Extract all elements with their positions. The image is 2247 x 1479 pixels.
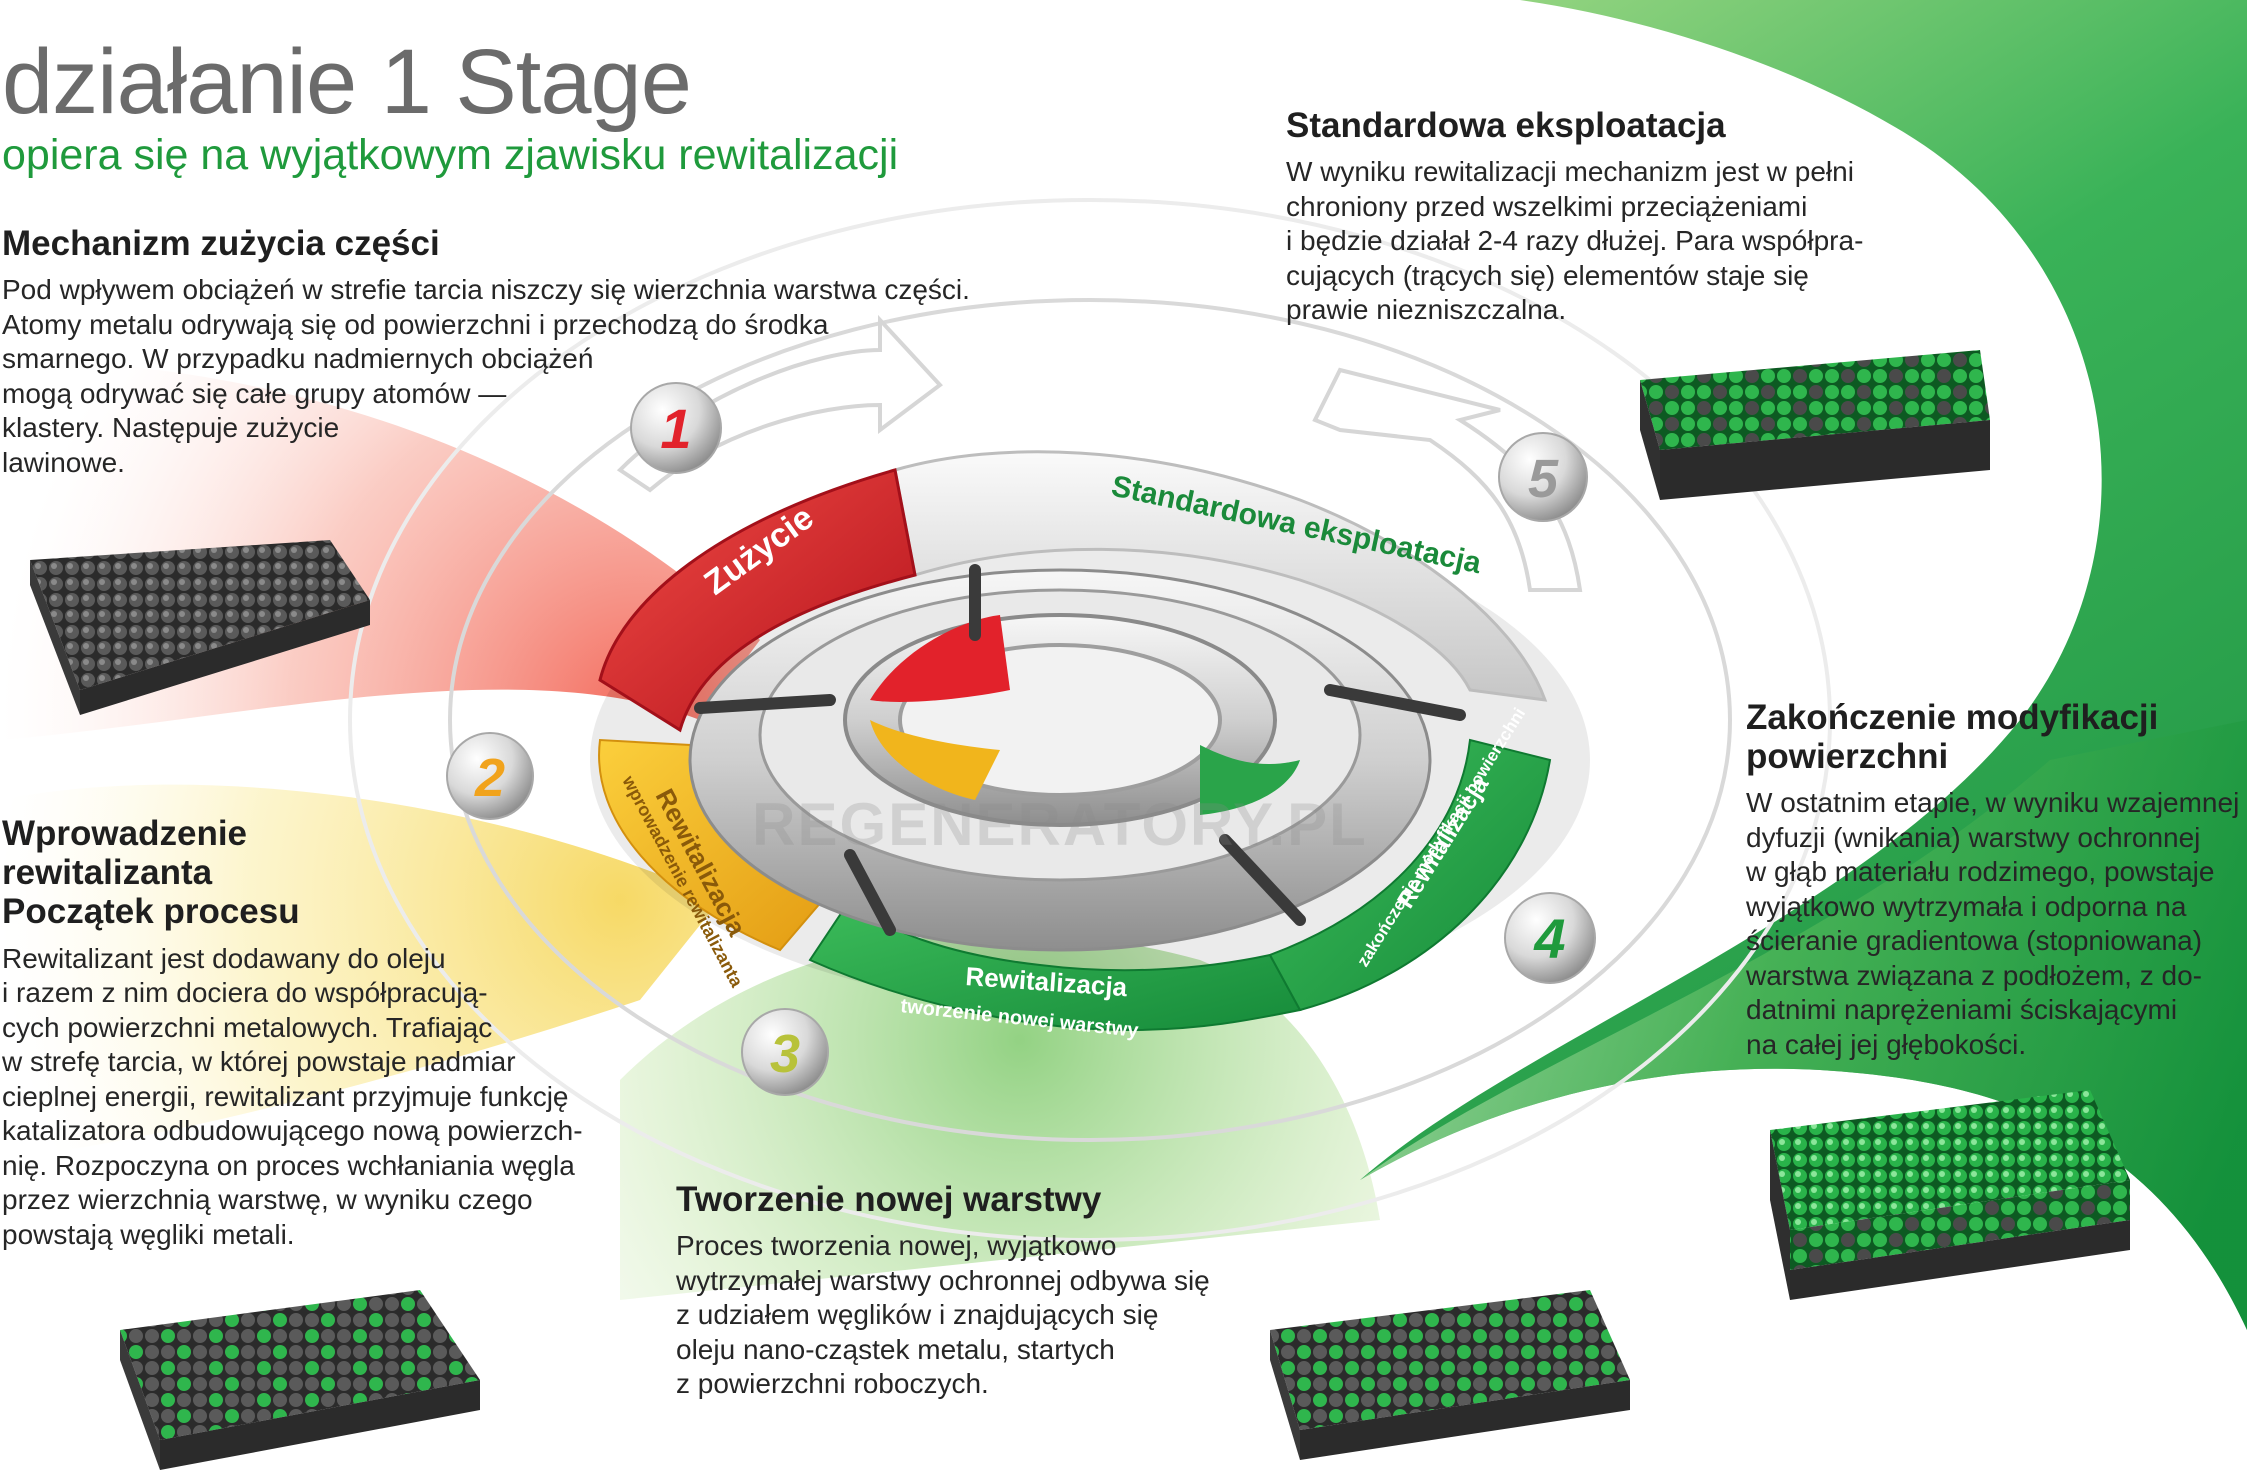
- svg-text:5: 5: [1528, 449, 1559, 509]
- ring-green-right-segment: [1268, 738, 1552, 1012]
- step-ball-5: 5: [1498, 432, 1588, 522]
- svg-text:1: 1: [660, 397, 691, 460]
- slab-worn: [30, 540, 370, 715]
- slab-intro: [120, 1290, 480, 1470]
- svg-text:3: 3: [770, 1024, 800, 1084]
- process-ring: [590, 450, 1590, 1032]
- step-balls: 1 2 3 4 5: [446, 382, 1596, 1096]
- orbit-lines: [348, 198, 1832, 1242]
- ring-red-segment: [598, 468, 917, 733]
- step-ball-3: 3: [741, 1008, 829, 1096]
- step-ball-2: 2: [446, 732, 534, 820]
- section-heading: Tworzenie nowej warstwy: [676, 1180, 1102, 1219]
- section-heading: Mechanizm zużycia części: [2, 224, 440, 263]
- section-body: W wyniku rewitalizacji mechanizm jest w …: [1286, 156, 1864, 326]
- section-intro: Wprowadzenie rewitalizanta Początek proc…: [2, 814, 583, 1252]
- svg-text:2: 2: [474, 748, 505, 808]
- page-title: działanie 1 Stage: [2, 31, 692, 133]
- atom-slabs: [30, 350, 2130, 1470]
- slab-new-layer: [1270, 1290, 1630, 1460]
- section-heading: Wprowadzenie rewitalizanta Początek proc…: [2, 814, 300, 932]
- section-standard: Standardowa eksploatacja W wyniku rewita…: [1286, 106, 1863, 328]
- arrow-top-right: [1312, 367, 1583, 592]
- ring-gray-segment: [893, 450, 1548, 702]
- section-body: W ostatnim etapie, w wyniku wzajemnej dy…: [1746, 787, 2240, 1060]
- slab-standard: [1640, 350, 1990, 500]
- svg-text:4: 4: [1533, 907, 1565, 970]
- step-ball-1: 1: [630, 382, 722, 474]
- section-new-layer: Tworzenie nowej warstwy Proces tworzenia…: [676, 1180, 1210, 1402]
- section-body: Rewitalizant jest dodawany do oleju i ra…: [2, 942, 583, 1250]
- watermark: REGENERATORY.PL: [752, 791, 1368, 858]
- section-heading: Zakończenie modyfikacji powierzchni: [1746, 698, 2159, 777]
- slab-modified: [1770, 1090, 2130, 1300]
- section-body: Proces tworzenia nowej, wyjątkowo wytrzy…: [676, 1230, 1210, 1400]
- yellow-glow: [0, 784, 720, 1160]
- inner-green-wedge: [1200, 745, 1300, 815]
- step-ball-4: 4: [1504, 892, 1596, 984]
- section-heading: Standardowa eksploatacja: [1286, 106, 1726, 145]
- green-swoosh-light: [1360, 720, 2247, 1330]
- section-wear: Mechanizm zużycia części Pod wpływem obc…: [2, 224, 970, 480]
- inner-yellow-wedge: [870, 720, 1000, 800]
- page-subtitle: opiera się na wyjątkowym zjawisku rewita…: [2, 131, 899, 179]
- section-body: Pod wpływem obciążeń w strefie tarcia ni…: [2, 274, 970, 478]
- section-modification: Zakończenie modyfikacji powierzchni W os…: [1746, 698, 2239, 1062]
